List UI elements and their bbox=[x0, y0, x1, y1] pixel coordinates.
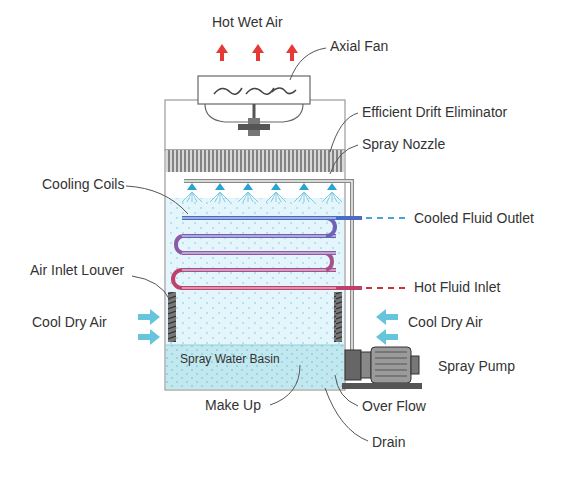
coil-tube bbox=[182, 234, 336, 238]
spray-nozzle bbox=[271, 183, 281, 190]
spray-jet bbox=[276, 192, 281, 202]
spray-jet bbox=[266, 192, 276, 202]
coil-tube bbox=[182, 286, 336, 290]
spray-jet bbox=[276, 192, 286, 202]
coil-highlight bbox=[182, 236, 336, 237]
spray-nozzle bbox=[327, 183, 337, 190]
coil-highlight bbox=[182, 288, 336, 289]
spray-jet bbox=[332, 192, 342, 202]
coil-bend bbox=[326, 253, 332, 270]
spray-jet bbox=[322, 192, 332, 202]
coil-bend bbox=[173, 270, 182, 288]
spray-jet bbox=[215, 192, 220, 202]
spray-jet bbox=[238, 192, 248, 202]
spray-jet bbox=[304, 192, 309, 202]
spray-jet bbox=[332, 192, 337, 202]
spray-jet bbox=[192, 192, 197, 202]
callout-label: Spray Pump bbox=[438, 358, 515, 374]
spray-nozzle bbox=[215, 183, 225, 190]
coil-tube bbox=[182, 216, 336, 220]
spray-jet bbox=[248, 192, 253, 202]
callout-label: Axial Fan bbox=[330, 38, 388, 54]
coil-tube bbox=[182, 251, 336, 255]
callout-label: Hot Wet Air bbox=[212, 14, 283, 30]
spray-nozzle bbox=[187, 183, 197, 190]
callout-label: Drain bbox=[372, 434, 405, 450]
coil-bend bbox=[326, 218, 335, 236]
spray-jet bbox=[248, 192, 258, 202]
spray-jet bbox=[182, 192, 192, 202]
spray-jet bbox=[243, 192, 248, 202]
spray-nozzle bbox=[243, 183, 253, 190]
coil-tube bbox=[182, 268, 336, 272]
callout-label: Efficient Drift Eliminator bbox=[362, 104, 507, 120]
spray-jet bbox=[220, 192, 225, 202]
callout-label: Cool Dry Air bbox=[408, 314, 483, 330]
spray-jet bbox=[299, 192, 304, 202]
callout-label: Air Inlet Louver bbox=[30, 262, 124, 278]
callout-label: Cooled Fluid Outlet bbox=[414, 210, 534, 226]
callout-label: Hot Fluid Inlet bbox=[414, 279, 500, 295]
callout-label: Over Flow bbox=[362, 398, 426, 414]
spray-jet bbox=[304, 192, 314, 202]
basin-label: Spray Water Basin bbox=[180, 352, 280, 366]
spray-jet bbox=[187, 192, 192, 202]
callout-label: Make Up bbox=[205, 397, 261, 413]
spray-jet bbox=[220, 192, 230, 202]
callout-label: Cooling Coils bbox=[42, 176, 124, 192]
spray-jet bbox=[210, 192, 220, 202]
coil-bend bbox=[176, 236, 182, 253]
coil-highlight bbox=[182, 218, 336, 219]
coil-highlight bbox=[182, 253, 336, 254]
callout-label: Spray Nozzle bbox=[362, 136, 445, 152]
callout-label: Cool Dry Air bbox=[32, 314, 107, 330]
spray-nozzle bbox=[299, 183, 309, 190]
coil-highlight bbox=[182, 270, 336, 271]
spray-jet bbox=[327, 192, 332, 202]
basin-region: Spray Water Basin bbox=[166, 345, 344, 389]
spray-jet bbox=[192, 192, 202, 202]
spray-jet bbox=[271, 192, 276, 202]
spray-jet bbox=[294, 192, 304, 202]
